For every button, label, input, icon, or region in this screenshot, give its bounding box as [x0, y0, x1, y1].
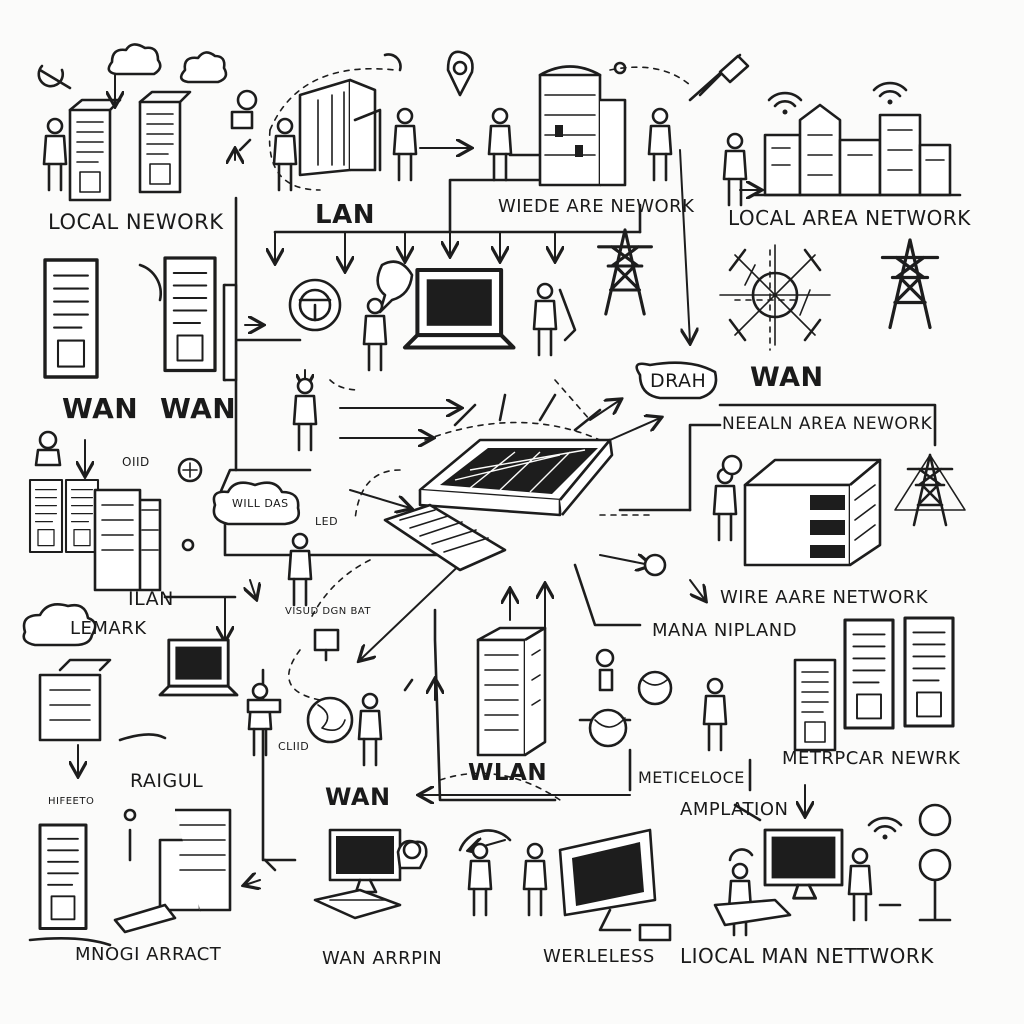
label-visud: VISUD DGN BAT	[285, 606, 371, 617]
central-network-device	[385, 395, 612, 570]
label-will-das: WILL DAS	[232, 497, 289, 510]
label-liocal-man-nettwork: LIOCAL MAN NETTWORK	[680, 944, 934, 968]
lemark-cluster	[24, 604, 280, 755]
label-local-area-network: LOCAL AREA NETWORK	[728, 206, 971, 230]
label-drah: DRAH	[650, 370, 706, 392]
label-wan-left-a: WAN	[62, 392, 138, 425]
label-led: LED	[315, 515, 338, 528]
label-ilan: ILAN	[128, 588, 174, 610]
metrpcar-server-group	[795, 618, 953, 750]
label-wan-right: WAN	[750, 362, 824, 393]
label-lemark: LEMARK	[70, 618, 147, 639]
label-mnogi-arract: MNOGI ARRACT	[75, 944, 221, 965]
label-wiede-are-nework: WIEDE ARE NEWORK	[498, 196, 694, 217]
wan-server-group	[45, 258, 236, 380]
wlan-server	[478, 628, 545, 755]
label-raigul: RAIGUL	[130, 770, 203, 792]
wide-area-network-cluster	[448, 52, 671, 185]
local-area-network-cluster	[690, 55, 960, 205]
label-nealn-area-nework: NEEALN AREA NEWORK	[722, 414, 932, 434]
label-local-nework: LOCAL NEWORK	[48, 210, 224, 234]
label-wan-left-b: WAN	[160, 392, 236, 425]
label-lan-top: LAN	[315, 200, 375, 230]
radar-sweep	[720, 245, 830, 345]
visud-cluster	[289, 534, 412, 765]
label-cliid: CLIID	[278, 740, 309, 753]
label-wan-arrpin: WAN ARRPIN	[322, 948, 442, 969]
lan-cluster-top	[274, 54, 416, 190]
label-amplation: AMPLATION	[680, 799, 789, 820]
label-werleless: WERLELESS	[543, 946, 655, 967]
label-hifeeto: HIFEETO	[48, 796, 94, 807]
label-metrpcar-newrk: METRPCAR NEWRK	[782, 748, 960, 769]
werleless-cluster	[460, 830, 670, 940]
local-network-cluster	[39, 44, 256, 200]
mnogi-arract-cluster	[30, 810, 230, 945]
label-mana-nipland: MANA NIPLAND	[652, 620, 797, 641]
label-meticeloce: METICELOCE	[638, 768, 745, 787]
label-oiid: OIID	[122, 455, 150, 469]
liocal-man-network-cluster	[715, 805, 950, 935]
label-wan-mid: WAN	[325, 783, 391, 811]
center-top-devices	[290, 262, 575, 370]
label-wire-aare-network: WIRE AARE NETWORK	[720, 587, 928, 608]
mana-nipland-cluster	[590, 650, 726, 750]
label-wlan: WLAN	[468, 760, 547, 786]
wan-arrpin-cluster	[315, 830, 426, 918]
